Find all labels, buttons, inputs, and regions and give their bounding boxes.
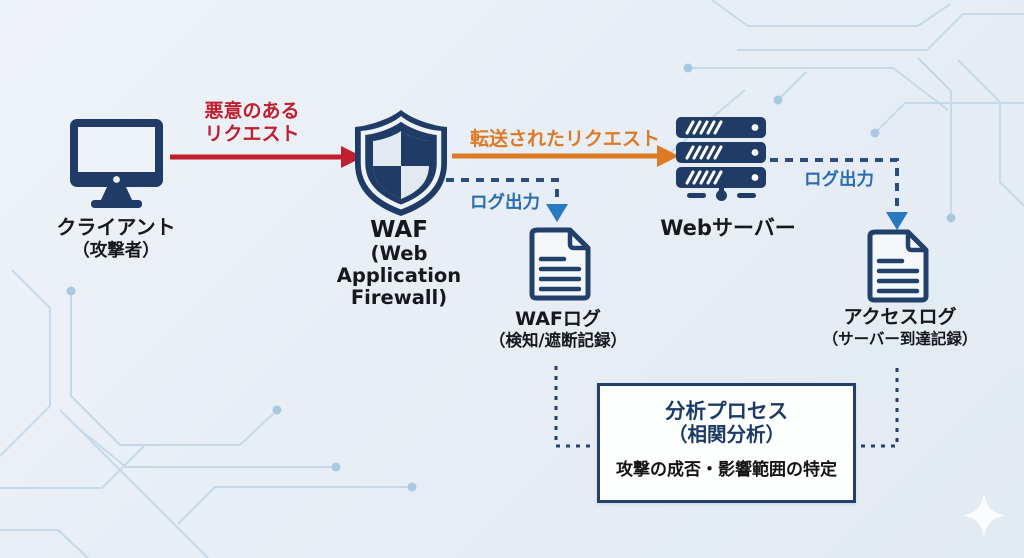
- access-log-subname: （サーバー到達記録）: [822, 330, 978, 348]
- malicious-request-line2: リクエスト: [204, 123, 300, 145]
- waf-log-name: WAFログ: [515, 308, 601, 330]
- waf-log-output-arrow: [446, 178, 568, 222]
- access-log-document-icon: [867, 229, 929, 303]
- waf-shield-icon: [355, 110, 447, 216]
- waf-log-to-analysis-connector: [554, 366, 595, 448]
- forwarded-request-label: 転送されたリクエスト: [469, 128, 660, 150]
- client-name: クライアント: [56, 215, 176, 239]
- client-monitor-icon: [70, 119, 163, 208]
- waf-log-document-icon: [529, 227, 591, 301]
- client-subname: （攻撃者）: [72, 241, 160, 261]
- waf-title: WAF: [370, 217, 428, 243]
- analysis-title: 分析プロセス: [665, 399, 788, 423]
- access-log-label: アクセスログ （サーバー到達記録）: [816, 305, 984, 349]
- forwarded-request-arrow: [452, 145, 679, 167]
- waf-subtitle-line1: (Web Application: [336, 242, 462, 287]
- malicious-request-line1: 悪意のある: [204, 100, 300, 122]
- waf-subtitle-line2: Firewall): [350, 286, 448, 309]
- circuit-node-dots: [66, 63, 956, 492]
- waf-label: WAF (Web Application Firewall): [307, 217, 491, 309]
- waf-log-label: WAFログ （検知/遮断記録）: [474, 307, 642, 351]
- server-log-output-arrow: [770, 158, 908, 230]
- analysis-description: 攻撃の成否・影響範囲の特定: [616, 460, 837, 480]
- server-log-output-label: ログ出力: [804, 170, 874, 190]
- web-server-icon: [676, 117, 766, 201]
- malicious-request-label: 悪意のある リクエスト: [172, 100, 332, 146]
- access-log-name: アクセスログ: [843, 306, 957, 328]
- web-server-label: Webサーバー: [660, 216, 796, 240]
- access-log-to-analysis-connector: [858, 368, 899, 448]
- waf-log-output-label: ログ出力: [470, 193, 540, 213]
- analysis-process-box: 分析プロセス （相関分析） 攻撃の成否・影響範囲の特定: [597, 383, 856, 503]
- client-label: クライアント （攻撃者）: [36, 215, 196, 262]
- sparkle-icon: [963, 494, 1005, 537]
- malicious-request-arrow: [170, 146, 363, 168]
- analysis-subtitle: （相関分析）: [667, 423, 785, 446]
- waf-log-subname: （検知/遮断記録）: [488, 331, 628, 350]
